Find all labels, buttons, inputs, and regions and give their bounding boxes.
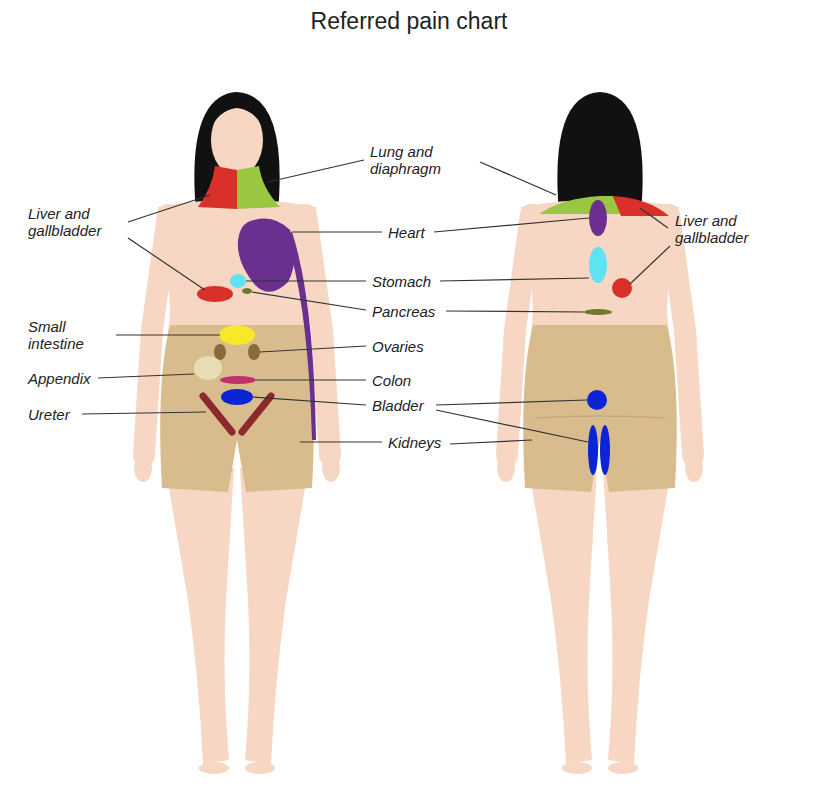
ureter-zone	[242, 396, 271, 432]
heart-zone	[589, 200, 607, 236]
pancreas-zone	[242, 288, 252, 294]
pancreas-zone	[584, 309, 612, 315]
leader-line	[440, 278, 589, 281]
ovary-zone	[248, 344, 260, 360]
organ-label: Liver and gallbladder	[28, 205, 124, 239]
hair	[557, 92, 642, 214]
lung-zone	[237, 166, 280, 209]
leader-line	[292, 231, 382, 232]
leader-line	[128, 195, 210, 222]
kidney-zone	[600, 425, 610, 475]
leader-line	[82, 412, 206, 414]
organ-label: Lung and diaphragm	[370, 143, 470, 177]
lung-zone	[539, 196, 621, 214]
hair	[561, 94, 639, 206]
organ-label: Small intestine	[28, 318, 114, 352]
hair	[194, 92, 279, 212]
organ-label: Ovaries	[372, 338, 452, 355]
small-intestine-zone	[219, 325, 255, 345]
leader-line	[434, 218, 589, 232]
back-figure	[497, 92, 703, 774]
organ-label: Stomach	[372, 273, 452, 290]
leader-lines	[82, 160, 670, 444]
leader-line	[246, 280, 366, 281]
back-body	[497, 160, 703, 774]
ovary-zone	[214, 344, 226, 360]
colon-zone	[220, 376, 256, 384]
liver-zone	[613, 196, 669, 216]
appendix-zone	[194, 356, 222, 380]
leader-line	[128, 238, 205, 290]
organ-label: Bladder	[372, 397, 452, 414]
leader-line	[436, 400, 587, 405]
leader-line	[640, 208, 668, 228]
buttock-line	[535, 416, 665, 418]
leader-line	[268, 160, 364, 182]
chart-title: Referred pain chart	[0, 8, 818, 35]
front-body	[134, 160, 340, 774]
leader-line	[260, 346, 366, 352]
leader-line	[253, 397, 366, 405]
kidney-zone	[588, 425, 598, 475]
leader-line	[256, 379, 366, 380]
stomach-zone	[230, 274, 246, 288]
liver-zone	[198, 166, 237, 209]
ureter-zone	[203, 396, 232, 432]
organ-label: Colon	[372, 372, 452, 389]
organ-label: Kidneys	[388, 434, 458, 451]
leader-line	[300, 441, 382, 442]
bladder-zone	[221, 389, 253, 405]
leader-line	[98, 374, 194, 378]
liver-zone	[612, 278, 632, 298]
organ-label: Appendix	[28, 370, 108, 387]
stomach-zone	[589, 247, 607, 283]
front-figure	[134, 92, 340, 774]
organ-label: Heart	[388, 224, 448, 241]
leader-line	[252, 292, 366, 310]
organ-label: Liver and gallbladder	[675, 212, 787, 246]
leader-line	[446, 311, 584, 312]
bladder-zone	[587, 390, 607, 410]
organ-label: Ureter	[28, 406, 98, 423]
leader-line	[450, 440, 532, 444]
leader-line	[116, 334, 220, 335]
leader-line	[630, 246, 670, 284]
hair-fringe	[209, 96, 265, 132]
leader-line	[436, 410, 588, 442]
organ-label: Pancreas	[372, 303, 452, 320]
leader-line	[480, 162, 556, 195]
